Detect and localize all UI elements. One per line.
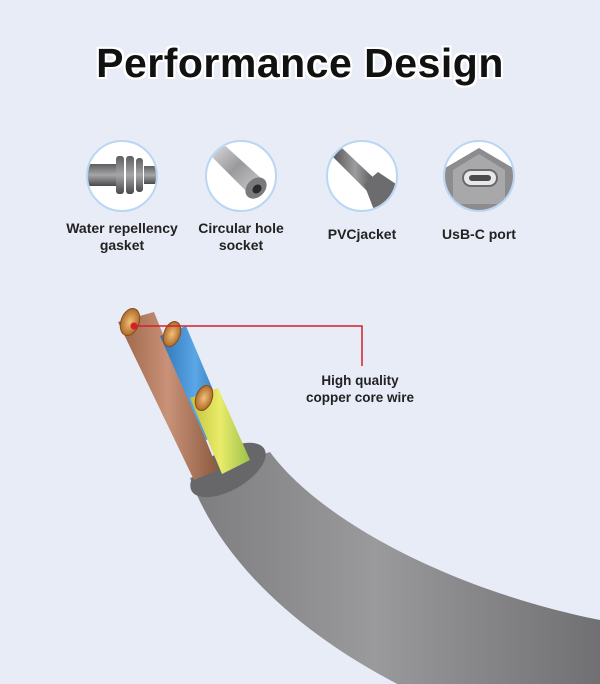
page-title: Performance Design [96,40,504,86]
jacket-icon [326,140,398,212]
feature-pvc-jacket: PVCjacket [297,140,427,243]
copper-core-callout: High quality copper core wire [305,373,415,405]
callout-line [134,325,363,366]
wire-brown [118,312,218,480]
feature-circular-hole-socket: Circular hole socket [176,140,306,254]
callout-dot [130,322,138,330]
feature-label: PVCjacket [327,226,397,242]
copper-strands-yellow [194,384,214,412]
copper-strands-blue [162,320,182,348]
feature-water-repellency-gasket: Water repellency gasket [57,140,187,254]
feature-label: Circular hole socket [198,220,284,253]
feature-label: Water repellency gasket [66,220,178,253]
gasket-icon [86,140,158,212]
cable-jacket [190,452,600,684]
usb-c-port-icon [443,140,515,212]
feature-usb-c-port: UsB-C port [414,140,544,243]
feature-label: UsB-C port [442,226,516,242]
socket-icon [205,140,277,212]
